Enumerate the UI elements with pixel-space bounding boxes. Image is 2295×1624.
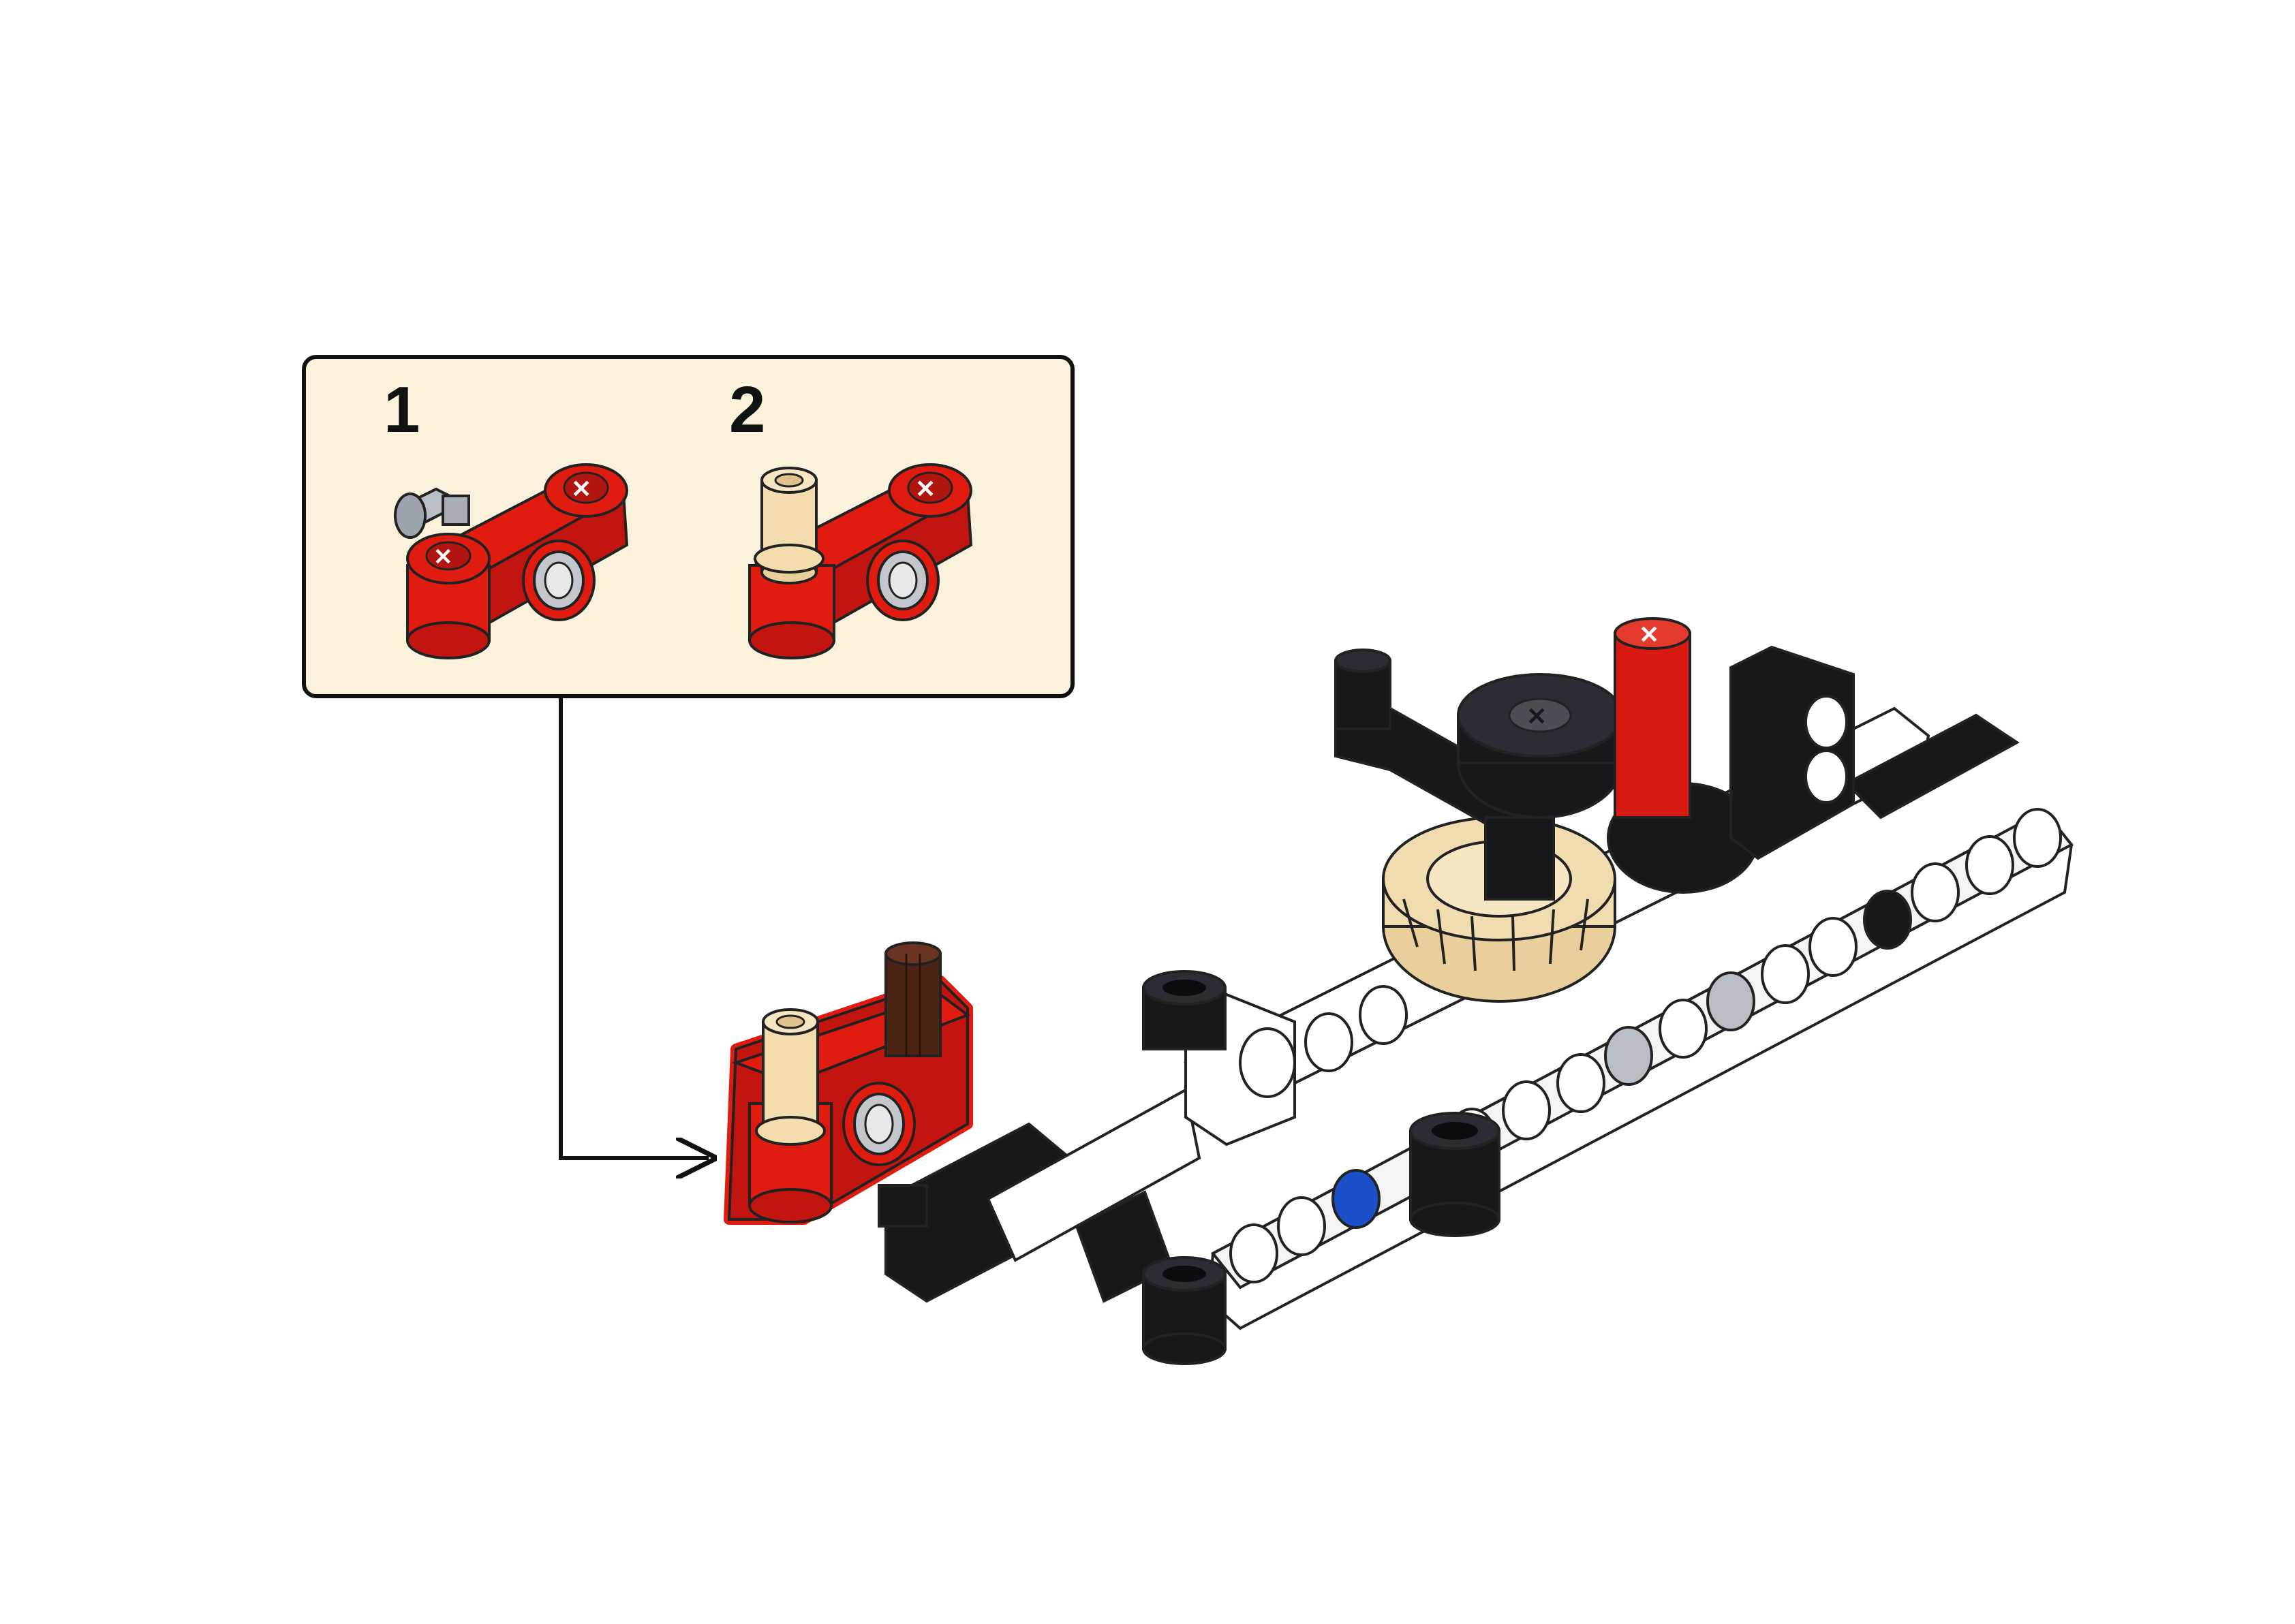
red-beam: ✕ ✕ xyxy=(406,463,629,659)
callout-connector xyxy=(559,696,709,1158)
front-beam-holes xyxy=(1229,808,2062,1283)
main-model: ✕ ✕ xyxy=(724,617,2074,1365)
svg-text:✕: ✕ xyxy=(1639,621,1659,649)
svg-text:✕: ✕ xyxy=(915,475,936,503)
gray-pin xyxy=(394,487,470,539)
black-pins xyxy=(878,970,1500,1365)
substep-number-2: 2 xyxy=(729,373,765,446)
substep-number-1: 1 xyxy=(384,373,420,446)
substep-2-illustration: ✕ xyxy=(748,463,973,659)
substep-1-illustration: ✕ ✕ xyxy=(394,463,629,659)
tan-pin xyxy=(754,467,825,584)
black-liftarm-upright xyxy=(1729,645,1855,860)
brown-axle xyxy=(884,941,942,1057)
svg-text:✕: ✕ xyxy=(571,475,591,503)
sub-assembly-callout: 1 2 ✕ ✕ xyxy=(302,355,1075,698)
tan-pin xyxy=(755,1008,826,1146)
black-gear: ✕ xyxy=(1457,673,1759,894)
new-sub-assembly xyxy=(724,941,973,1225)
black-connector-beams xyxy=(884,713,2020,1303)
red-axle-upright: ✕ xyxy=(1614,617,1691,819)
svg-text:✕: ✕ xyxy=(1526,702,1547,730)
svg-text:✕: ✕ xyxy=(433,544,453,570)
arrow-right-icon xyxy=(559,696,709,1158)
